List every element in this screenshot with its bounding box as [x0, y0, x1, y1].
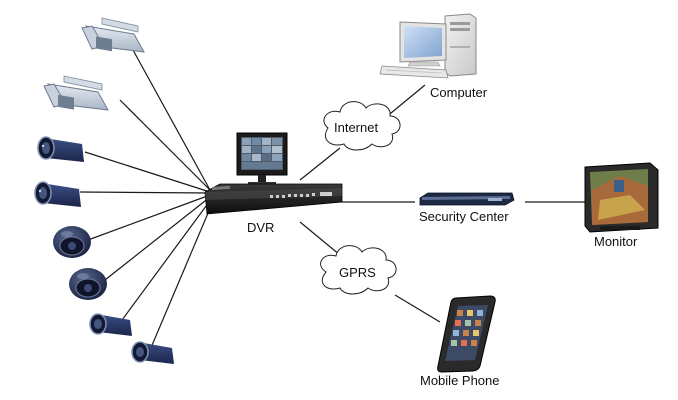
dvr-icon [204, 183, 343, 215]
internet-label: Internet [334, 120, 379, 135]
gprs-cloud-icon [320, 245, 397, 295]
dome-camera-icon [69, 268, 107, 300]
bullet-camera-icon [131, 341, 174, 364]
dvr-monitor-icon [236, 132, 288, 185]
bullet-camera-icon [89, 313, 132, 336]
camera-connection-lines [79, 49, 215, 351]
mobile-phone-label: Mobile Phone [420, 373, 500, 388]
gprs-label: GPRS [339, 265, 376, 280]
monitor-icon [584, 162, 659, 233]
computer-icon [379, 13, 477, 79]
internet-cloud-icon [323, 101, 401, 151]
network-connection-lines [299, 84, 588, 323]
bullet-camera-icon [34, 181, 81, 207]
dome-camera-icon [53, 226, 91, 258]
mobile-phone-icon [437, 295, 496, 373]
monitor-label: Monitor [594, 234, 638, 249]
box-camera-icon [81, 17, 145, 53]
security-center-icon [419, 192, 515, 206]
dvr-label: DVR [247, 220, 275, 235]
security-center-label: Security Center [419, 209, 509, 224]
box-camera-icon [43, 75, 109, 111]
computer-label: Computer [430, 85, 488, 100]
bullet-camera-icon [37, 136, 84, 162]
